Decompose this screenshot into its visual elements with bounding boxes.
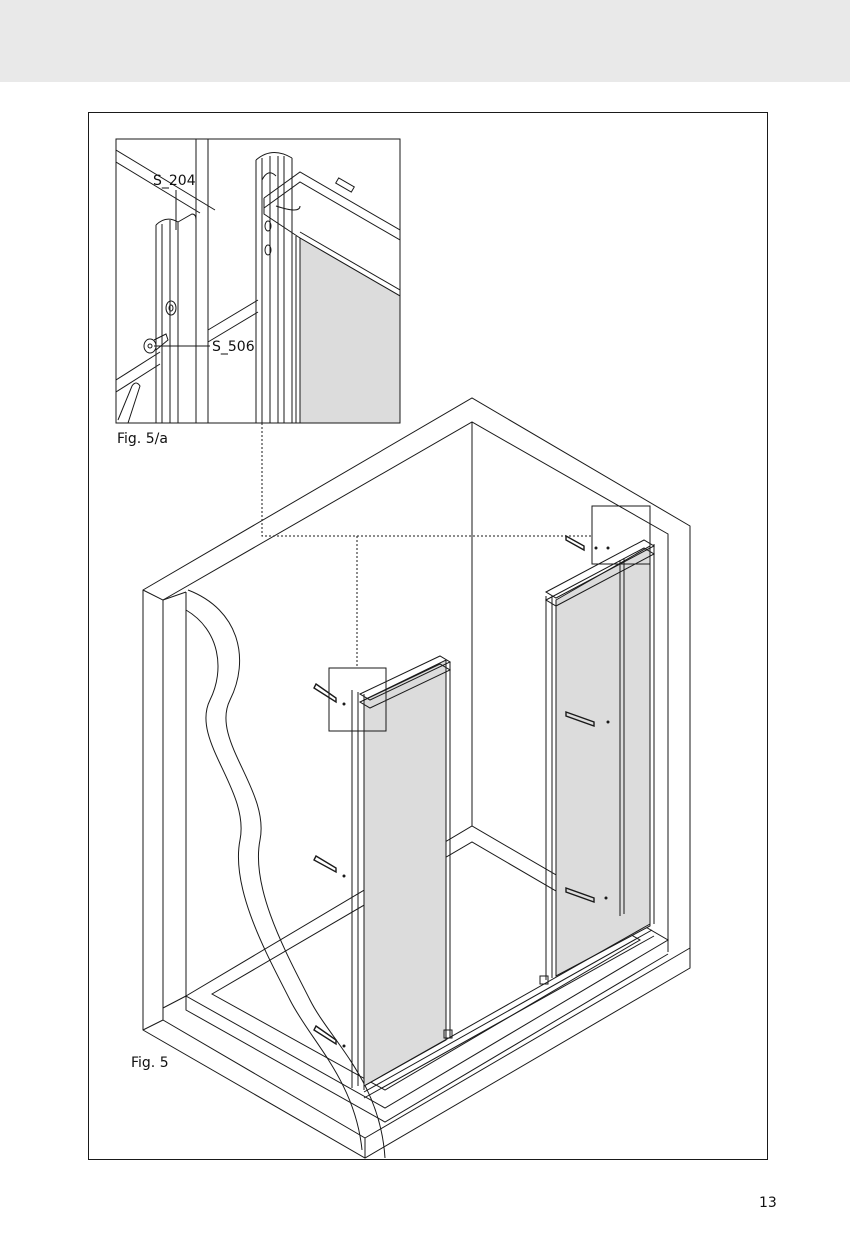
- main-view: [143, 398, 690, 1158]
- right-glass-panel: [556, 546, 650, 976]
- detail-connectors: [262, 423, 592, 668]
- part-label-S506: S_506: [212, 340, 255, 354]
- page-number: 13: [759, 1196, 777, 1210]
- left-glass-panel: [364, 660, 446, 1086]
- figure-caption-5: Fig. 5: [131, 1056, 169, 1070]
- wall-profile-S204: [156, 219, 178, 423]
- figure-caption-5a: Fig. 5/a: [117, 432, 168, 446]
- part-label-S204: S_204: [153, 174, 196, 188]
